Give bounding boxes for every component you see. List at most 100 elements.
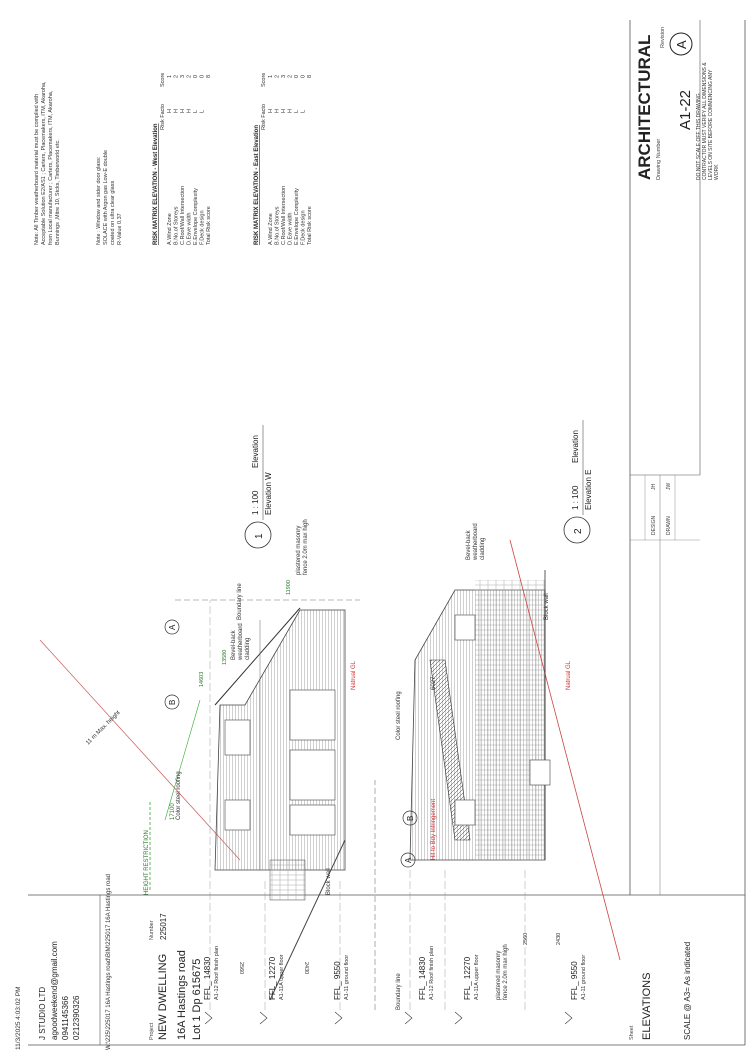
company-phone-1: 0941145366 bbox=[61, 996, 70, 1040]
window-e-1 bbox=[454, 614, 476, 641]
revision-label: Revision bbox=[660, 27, 666, 48]
risk-factor: A.Wind Zone bbox=[167, 213, 173, 245]
view-scale-e: 1 : 100 bbox=[571, 485, 580, 510]
drawn-label: DRAWN bbox=[666, 516, 672, 535]
glazing-note-1: Note : Window and sider door glass: bbox=[96, 156, 102, 245]
dim-6027: 6027 bbox=[431, 676, 437, 690]
elevation-w-drawing: 11 m Max. height HEIGHT RESTRICTION 1710… bbox=[39, 425, 360, 1025]
level-upper-ref: A1-11A upper floor bbox=[279, 954, 285, 1000]
bevel-label-w-2: weatherboard bbox=[238, 623, 244, 661]
company-name: J STUDIO LTD bbox=[38, 987, 47, 1040]
level-marker-upper bbox=[259, 1011, 268, 1025]
risk-score: 3 bbox=[180, 75, 186, 78]
level-marker-roof bbox=[204, 1011, 213, 1025]
view-type-e: Elevation bbox=[571, 430, 580, 463]
risk-factor: D.Eave width bbox=[288, 213, 294, 245]
disclaimer-line-4: WORK bbox=[714, 164, 720, 180]
company-phone-2: 0212390326 bbox=[72, 995, 81, 1040]
roof-label-w: Color steel roofing bbox=[176, 771, 182, 820]
risk-rating: H bbox=[281, 109, 287, 113]
project-number-label: Number bbox=[149, 920, 155, 940]
level-e-ground-ref: A1-11 ground floor bbox=[581, 955, 587, 1000]
window-w-3 bbox=[289, 689, 336, 741]
risk-score: 0 bbox=[294, 75, 300, 78]
risk-east-col-factor: Risk Facto bbox=[261, 104, 267, 130]
door-w-1 bbox=[289, 804, 336, 836]
timber-note-1: Note: All Timber weatherboard material m… bbox=[34, 94, 40, 245]
level-e-upper-ref: A1-11A upper floor bbox=[474, 954, 480, 1000]
project-address-1: 16A Hastings road bbox=[176, 950, 188, 1040]
risk-rating: H bbox=[174, 109, 180, 113]
sheet-scale: SCALE @ A3= As indicated bbox=[683, 942, 692, 1040]
bevel-label-e-3: cladding bbox=[480, 538, 486, 560]
window-w-1 bbox=[224, 719, 251, 756]
risk-score: 0 bbox=[193, 75, 199, 78]
ground-line-w bbox=[269, 839, 346, 1001]
risk-factor: D.Eave width bbox=[187, 213, 193, 245]
risk-factor: C.Roof/Wall Intersection bbox=[180, 186, 186, 245]
ground-line-e bbox=[509, 539, 621, 961]
risk-factor: B.No.of Storeys bbox=[174, 206, 180, 245]
fence-label-e-2: fence 2.0m max high bbox=[503, 944, 509, 1000]
boundary-line-w-label: Boundary line bbox=[237, 583, 243, 620]
stair-hatch-e bbox=[429, 659, 471, 841]
window-e-3 bbox=[529, 759, 551, 786]
risk-factor: Total Risk score bbox=[206, 206, 212, 245]
block-wall-label-e: Block wall bbox=[544, 593, 550, 620]
risk-west-title: RISK MATRIX ELEVATION - West Elevation bbox=[153, 123, 159, 245]
disclaimer-line-1: DO NOT SCALE OFF THIS DRAWING. bbox=[696, 92, 702, 180]
notes: Note: All Timber weatherboard material m… bbox=[34, 81, 123, 245]
risk-score: 2 bbox=[288, 75, 294, 78]
level-e-roof-ref: A1-12 Roof finish plan bbox=[429, 946, 435, 1000]
level-roof-ref: A1-12 Roof finish plan bbox=[214, 946, 220, 1000]
fence-label-w-2: fence 2.0m max high bbox=[303, 519, 309, 575]
grid-b-e-label: B bbox=[406, 816, 415, 821]
lower-brick-w bbox=[269, 859, 306, 901]
ridge-level-label: 14603 bbox=[199, 672, 205, 687]
hir-label: Hit to Bdy Infringement bbox=[431, 799, 437, 860]
drawn-value: JW bbox=[666, 483, 672, 491]
level-e-upper-name: FFL_ 12270 bbox=[463, 956, 472, 1000]
risk-factor: E.Envelope Complexity bbox=[294, 188, 300, 245]
risk-east-title: RISK MATRIX ELEVATION - East Elevation bbox=[254, 125, 260, 245]
risk-factor: C.Roof/Wall Intersection bbox=[281, 186, 287, 245]
company-email: agoodweekend@gmail.com bbox=[50, 941, 59, 1040]
file-path: W:\225\225017 16A Hastings road\BIM\2250… bbox=[106, 874, 112, 1050]
sheet-block: Sheet ELEVATIONS SCALE @ A3= As indicate… bbox=[629, 942, 692, 1040]
risk-west-col-score: Score bbox=[160, 73, 166, 87]
risk-rating: L bbox=[301, 110, 307, 113]
risk-rating: L bbox=[294, 110, 300, 113]
level-ground-ref: A1-11 ground floor bbox=[344, 955, 350, 1000]
dim-2560-w: 2560 bbox=[238, 962, 244, 974]
revision-circle bbox=[669, 32, 693, 56]
level-e-roof-name: FFL_ 14830 bbox=[418, 956, 427, 1000]
grid-bubble-b-w bbox=[164, 694, 180, 710]
glazing-note-4: R-Value 0.37 bbox=[117, 213, 123, 245]
level-marker-e-ground bbox=[564, 1011, 573, 1025]
disclaimer-line-3: LEVELS ON SITE BEFORE COMMENCING ANY bbox=[708, 69, 714, 180]
grid-bubble-b-e bbox=[402, 810, 418, 826]
risk-score: 0 bbox=[200, 75, 206, 78]
sheet-label: Sheet bbox=[629, 1025, 635, 1040]
window-w-2 bbox=[224, 799, 251, 831]
risk-score: 2 bbox=[174, 75, 180, 78]
risk-factor: E.Envelope Complexity bbox=[193, 188, 199, 245]
level-marker-ground bbox=[334, 1011, 343, 1025]
risk-matrix-east: RISK MATRIX ELEVATION - East Elevation R… bbox=[254, 73, 313, 245]
max-height-line bbox=[39, 639, 241, 861]
sheet-title: ELEVATIONS bbox=[641, 973, 653, 1040]
view-bubble-w bbox=[244, 521, 272, 549]
fence-label-w-1: plastered masonry bbox=[296, 526, 302, 575]
level-e-ground-name: FFL_ 9550 bbox=[570, 961, 579, 1000]
natural-gl-label-e: Natrual GL bbox=[566, 660, 572, 690]
discipline-title: ARCHITECTURAL bbox=[635, 35, 654, 180]
window-w-4 bbox=[289, 749, 336, 801]
grid-bubble-a-e bbox=[400, 852, 416, 868]
dim-2430-e: 2430 bbox=[556, 933, 562, 945]
risk-factor: F.Deck design bbox=[200, 210, 206, 245]
block-wall-label-w: Block wall bbox=[326, 868, 332, 895]
hr-leader bbox=[164, 699, 201, 821]
view-type-w: Elevation bbox=[251, 435, 260, 468]
